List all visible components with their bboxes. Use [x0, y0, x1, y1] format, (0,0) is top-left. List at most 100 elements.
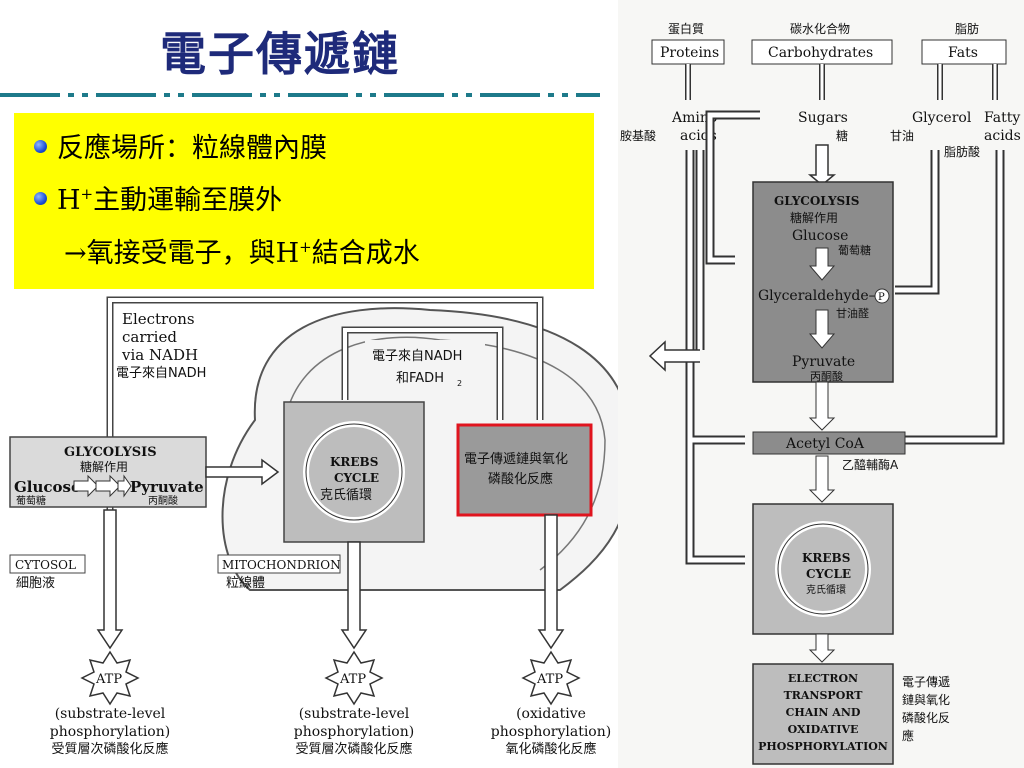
- fatty-line-1: Fatty: [984, 110, 1020, 126]
- atp-label-2: ATP: [339, 672, 366, 687]
- bullet-2: H+主動運輸至膜外: [34, 178, 282, 217]
- bullet-3-text-a: 氧接受電子，與H: [86, 238, 300, 269]
- glucose-zh: 葡萄糖: [16, 494, 46, 507]
- atp-caption-2-en-2: phosphorylation): [294, 724, 414, 740]
- bullet-3-sup: +: [299, 238, 312, 256]
- right-etc-box: [752, 663, 894, 765]
- atp-caption-2-zh: 受質層次磷酸化反應: [295, 741, 412, 757]
- atp-star-1: ATP: [80, 650, 140, 706]
- right-pyruvate-label: Pyruvate: [792, 354, 855, 370]
- fats-box: [921, 39, 1007, 65]
- krebs-zh: 克氏循環: [320, 488, 372, 503]
- bullet-box: 反應場所：粒線體內膜 H+主動運輸至膜外 →氧接受電子，與H+結合成水: [14, 113, 594, 289]
- atp-label-1: ATP: [95, 672, 122, 687]
- right-pyruvate-zh: 丙酮酸: [810, 369, 843, 383]
- carbs-label: Carbohydrates: [768, 45, 873, 61]
- glycolysis-box: [9, 436, 207, 508]
- right-etc-zh-4: 應: [902, 728, 914, 743]
- atp-caption-1-zh: 受質層次磷酸化反應: [51, 741, 168, 757]
- acetyl-coa-box: [752, 431, 906, 455]
- right-etc-5: PHOSPHORYLATION: [758, 740, 888, 753]
- arrow-icon: →: [64, 238, 87, 269]
- krebs-label-1: KREBS: [330, 455, 378, 469]
- right-etc-zh-1: 電子傳遞: [902, 674, 950, 689]
- cytosol-zh: 細胞液: [16, 576, 55, 591]
- right-krebs-1: KREBS: [802, 551, 850, 565]
- etc-zh-1: 電子傳遞鏈與氧化: [464, 452, 568, 467]
- right-etc-2: TRANSPORT: [784, 689, 864, 702]
- mitochondrion-tag: [217, 554, 341, 574]
- pyruvate-label: Pyruvate: [130, 478, 204, 496]
- electrons-line-1: Electrons: [122, 310, 195, 328]
- right-etc-3: CHAIN AND: [786, 706, 861, 719]
- bullet-3: →氧接受電子，與H+結合成水: [64, 231, 420, 270]
- atp-caption-1-en-1: (substrate-level: [55, 706, 166, 722]
- sugars-zh: 糖: [836, 128, 848, 143]
- electrons-line-3: via NADH: [121, 346, 198, 364]
- fatty-zh: 脂肪酸: [944, 144, 980, 159]
- atp-star-2: ATP: [324, 650, 384, 706]
- bullet-3-text-b: 結合成水: [311, 238, 420, 269]
- amino-zh: 胺基酸: [620, 128, 656, 143]
- glycolysis-label: GLYCOLYSIS: [64, 445, 157, 460]
- right-diagram: 蛋白質 Proteins 碳水化合物 Carbohydrates 脂肪 Fats…: [618, 0, 1024, 768]
- slide-title: 電子傳遞鏈: [160, 27, 400, 81]
- bullet-2-text: 主動運輸至膜外: [93, 185, 283, 216]
- krebs-label-2: CYCLE: [334, 471, 379, 485]
- bullet-dot-icon: [34, 140, 47, 153]
- cytosol-tag: [9, 554, 86, 574]
- atp-caption-3-zh: 氧化磷酸化反應: [505, 741, 596, 757]
- acetyl-coa-zh: 乙醯輔酶A: [842, 457, 899, 472]
- atp-caption-3-en-1: (oxidative: [516, 706, 586, 722]
- mitochondrion-label: MITOCHONDRION: [222, 558, 341, 572]
- fadh-subscript: 2: [457, 379, 462, 388]
- nadh-fadh-zh-2: 和FADH: [396, 371, 444, 386]
- sugars-label: Sugars: [798, 110, 848, 126]
- title-divider: [0, 93, 600, 97]
- right-glucose-zh: 葡萄糖: [838, 243, 871, 257]
- bullet-2-sup: +: [80, 185, 94, 203]
- glyceraldehyde-label: Glyceraldehyde–: [758, 288, 876, 304]
- proteins-label: Proteins: [660, 45, 719, 61]
- right-etc-4: OXIDATIVE: [788, 723, 859, 736]
- right-glucose-label: Glucose: [792, 228, 848, 244]
- right-glycolysis-box: [752, 181, 894, 383]
- etc-zh-2: 磷酸化反應: [488, 471, 553, 487]
- fats-zh: 脂肪: [955, 21, 979, 36]
- atp-caption-2-en-1: (substrate-level: [299, 706, 410, 722]
- phosphate-icon: [874, 288, 890, 304]
- bullet-1: 反應場所：粒線體內膜: [34, 126, 327, 165]
- acetyl-coa-label: Acetyl CoA: [785, 436, 865, 452]
- right-krebs-2: CYCLE: [806, 567, 851, 581]
- electrons-zh: 電子來自NADH: [116, 366, 206, 381]
- right-etc-zh-3: 磷酸化反: [902, 710, 950, 725]
- atp-caption-1-en-2: phosphorylation): [50, 724, 170, 740]
- fatty-line-2: acids: [984, 128, 1021, 144]
- atp-caption-3-en-2: phosphorylation): [491, 724, 611, 740]
- electrons-line-2: carried: [122, 328, 177, 346]
- atp-label-3: ATP: [536, 672, 563, 687]
- etc-box: [456, 423, 593, 517]
- pyruvate-zh: 丙酮酸: [148, 494, 178, 507]
- carbs-zh: 碳水化合物: [790, 21, 850, 36]
- cytosol-label: CYTOSOL: [15, 558, 76, 572]
- glycerol-label: Glycerol: [912, 110, 972, 126]
- phosphate-symbol: P: [878, 292, 885, 303]
- bullet-dot-icon: [34, 192, 47, 205]
- glycerol-zh: 甘油: [890, 129, 914, 143]
- right-glycolysis-label: GLYCOLYSIS: [774, 194, 859, 208]
- right-etc-zh-2: 鏈與氧化: [902, 692, 950, 707]
- right-glycolysis-zh: 糖解作用: [790, 210, 838, 225]
- proteins-zh: 蛋白質: [668, 21, 704, 36]
- mitochondrion-zh: 粒線體: [226, 575, 265, 591]
- left-diagram: Electrons carried via NADH 電子來自NADH 電子來自…: [9, 296, 633, 757]
- bullet-1-text: 反應場所：粒線體內膜: [57, 133, 327, 164]
- nadh-fadh-zh-1: 電子來自NADH: [372, 349, 462, 364]
- bullet-2-h: H: [57, 185, 81, 216]
- right-etc-1: ELECTRON: [788, 672, 858, 685]
- atp-star-3: ATP: [521, 650, 581, 706]
- glycolysis-zh: 糖解作用: [80, 459, 128, 474]
- right-krebs-zh: 克氏循環: [806, 583, 846, 596]
- glucose-label: Glucose: [14, 478, 81, 496]
